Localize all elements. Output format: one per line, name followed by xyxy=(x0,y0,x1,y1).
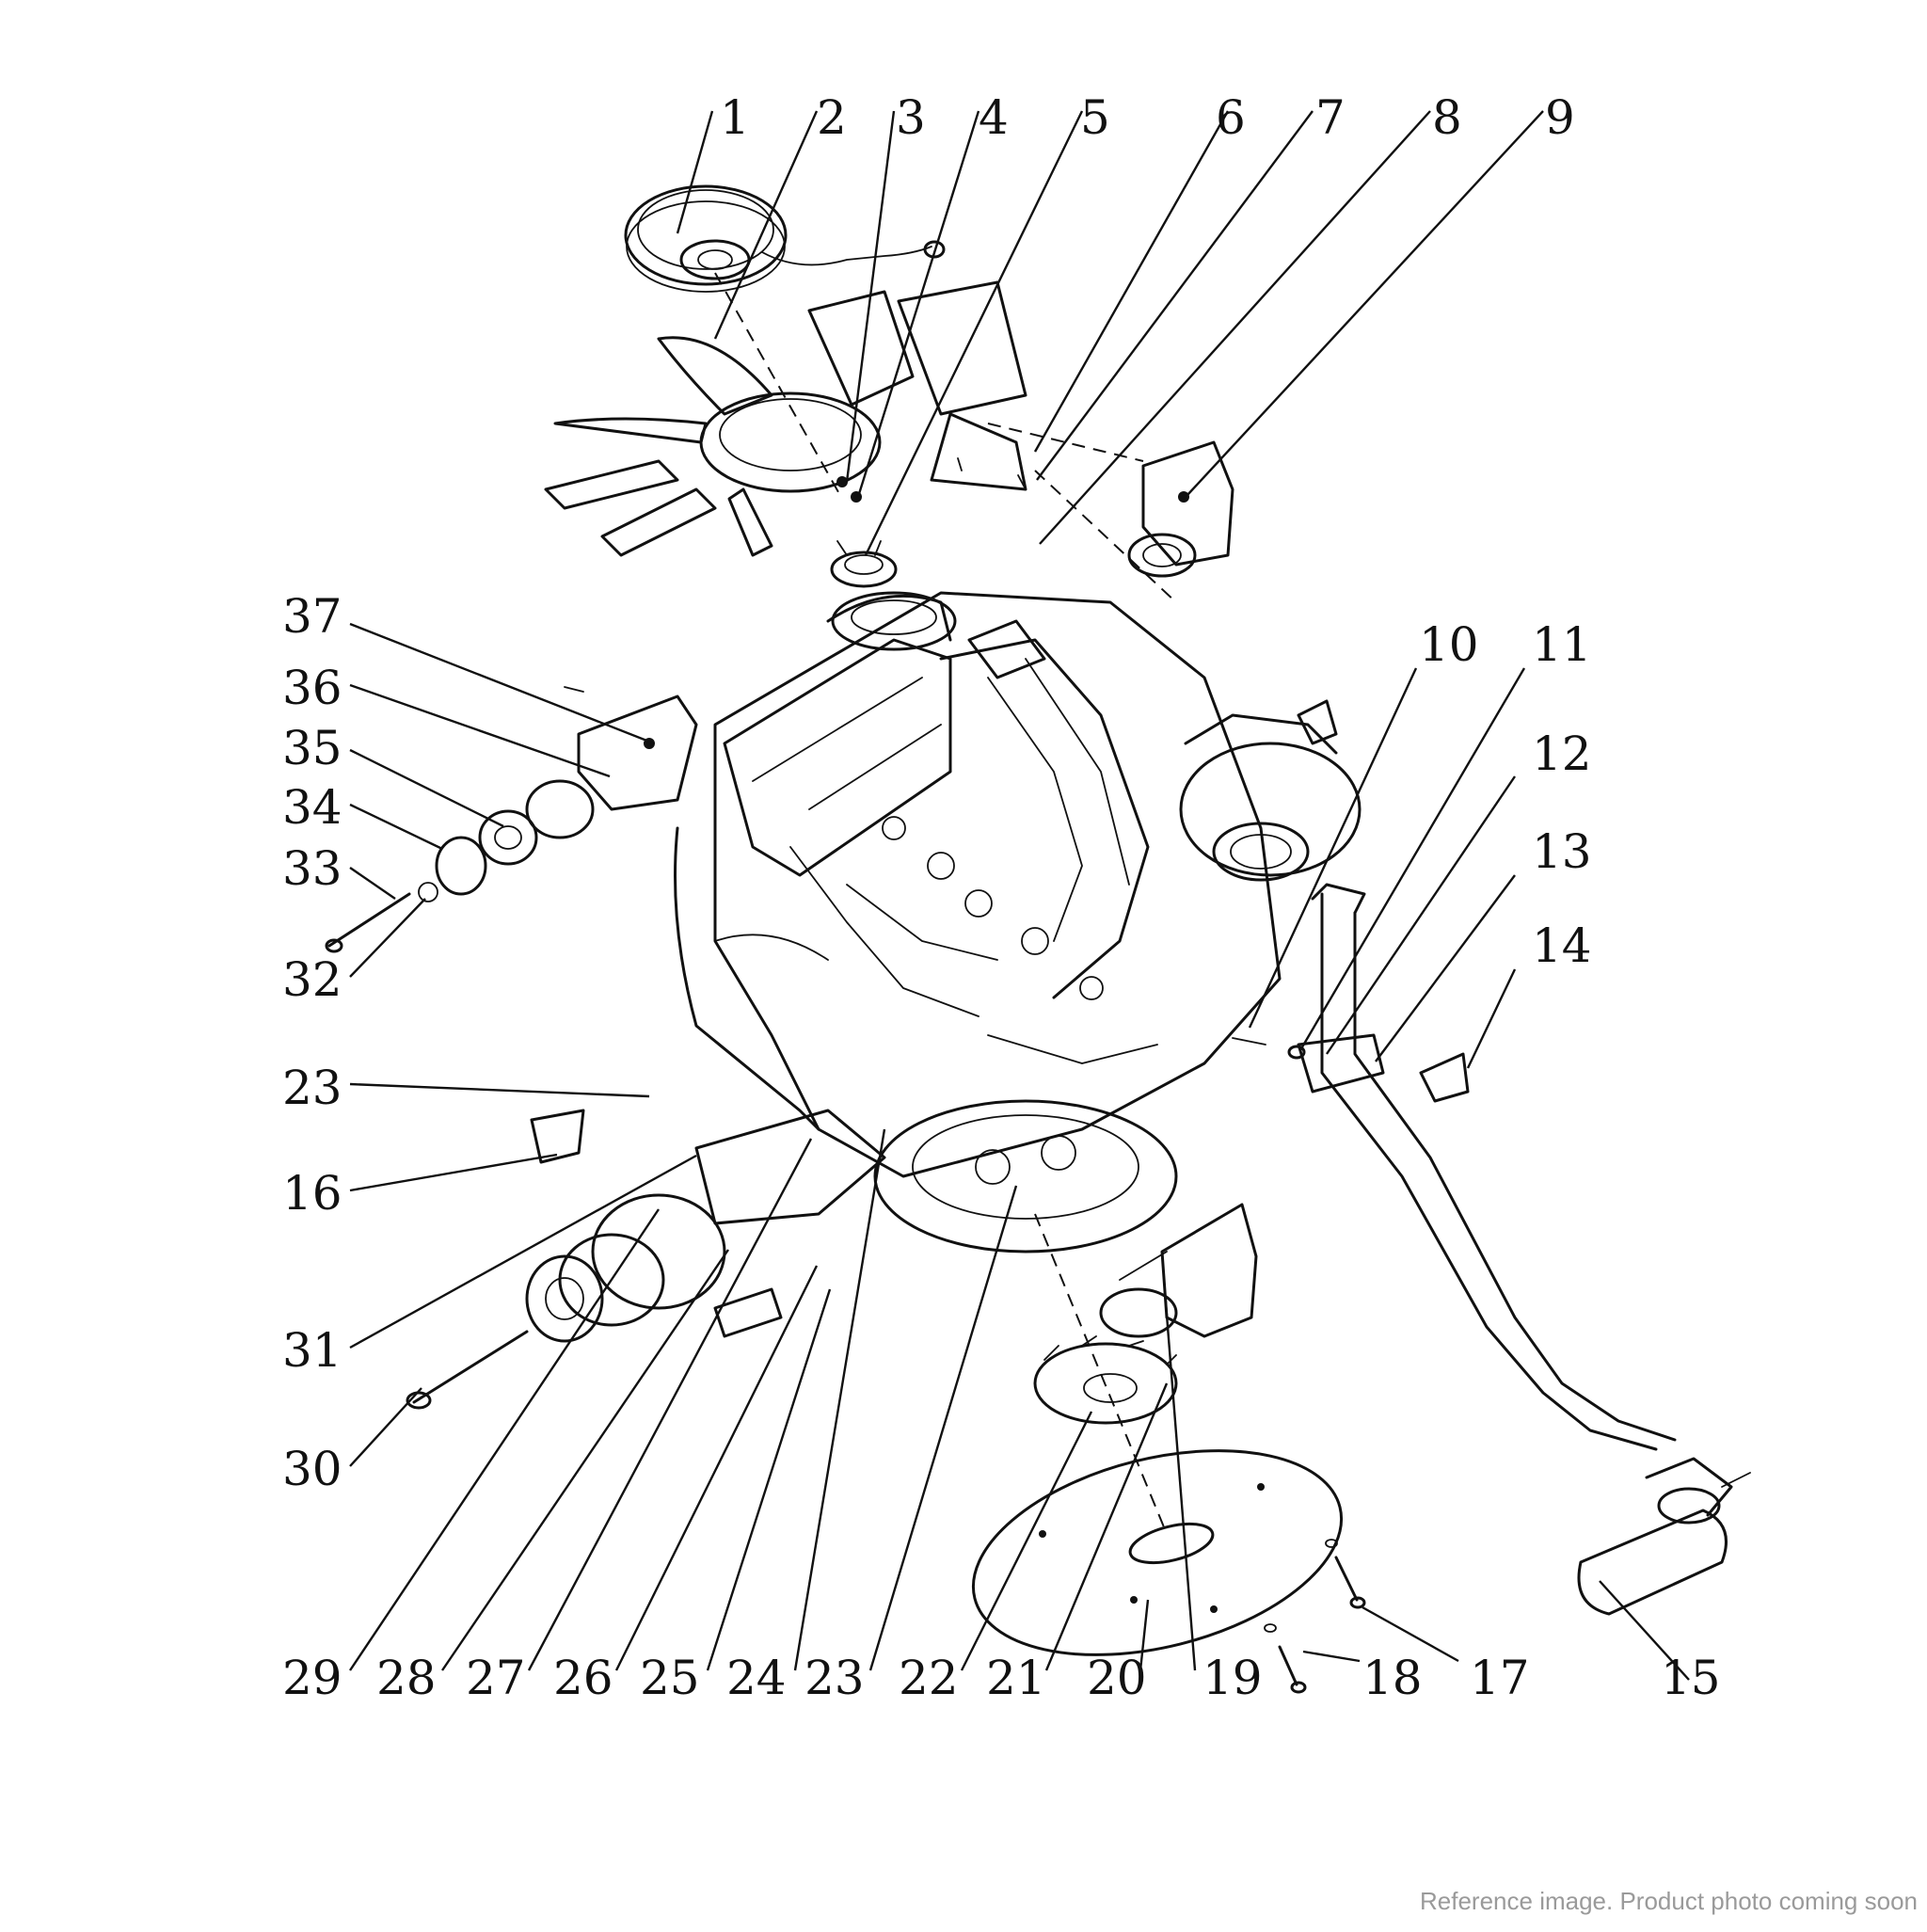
flex-coupling xyxy=(1033,1335,1178,1425)
callout-20: 20 xyxy=(1087,1651,1147,1705)
fuel-filter xyxy=(1577,1457,1751,1616)
fan-clutch-pulley xyxy=(624,184,946,293)
reference-note: Reference image. Product photo coming so… xyxy=(1420,1887,1918,1915)
callout-8: 8 xyxy=(1432,90,1462,145)
callout-30: 30 xyxy=(282,1442,342,1496)
callout-13: 13 xyxy=(1532,824,1592,879)
turbocharger xyxy=(1179,699,1362,882)
engine-mount-right-front xyxy=(957,440,1234,578)
line-clip xyxy=(1419,1052,1470,1103)
callout-labels: 1 2 3 4 5 6 7 8 9 10 11 12 13 14 37 36 3… xyxy=(282,90,1721,1705)
callout-7: 7 xyxy=(1315,90,1346,145)
leader-lines xyxy=(349,110,1690,1681)
callout-27: 27 xyxy=(466,1651,526,1705)
flex-plate xyxy=(971,1449,1344,1656)
flywheel-housing xyxy=(873,1099,1178,1253)
callout-32: 32 xyxy=(282,952,342,1007)
callout-29: 29 xyxy=(282,1651,342,1705)
callout-12: 12 xyxy=(1532,726,1592,781)
callout-11: 11 xyxy=(1532,617,1592,672)
callout-28: 28 xyxy=(376,1651,437,1705)
callout-17: 17 xyxy=(1470,1651,1530,1705)
line-clamp-bracket xyxy=(1232,1033,1385,1094)
callout-1: 1 xyxy=(720,90,750,145)
engine-mount-left-front xyxy=(325,686,698,953)
fan-hub xyxy=(830,476,898,588)
callout-34: 34 xyxy=(282,780,342,835)
engine-mount-left-rear xyxy=(406,1109,886,1410)
callout-37: 37 xyxy=(282,589,342,644)
callout-22: 22 xyxy=(899,1651,959,1705)
callout-6: 6 xyxy=(1216,90,1246,145)
callout-4: 4 xyxy=(979,90,1009,145)
callout-33: 33 xyxy=(282,841,342,896)
callout-36: 36 xyxy=(282,661,342,715)
flexplate-bolts xyxy=(1264,1539,1366,1694)
callout-3: 3 xyxy=(896,90,926,145)
assembly-axes xyxy=(714,272,1177,1535)
callout-14: 14 xyxy=(1532,918,1592,973)
callout-23-bottom: 23 xyxy=(804,1651,865,1705)
callout-21: 21 xyxy=(986,1651,1046,1705)
callout-10: 10 xyxy=(1419,617,1479,672)
callout-26: 26 xyxy=(553,1651,613,1705)
callout-16: 16 xyxy=(282,1166,342,1221)
callout-5: 5 xyxy=(1080,90,1110,145)
cooling-fan xyxy=(544,280,1027,557)
callout-19: 19 xyxy=(1202,1651,1263,1705)
callout-18: 18 xyxy=(1362,1651,1423,1705)
engine-block xyxy=(674,591,1282,1178)
callout-23-left: 23 xyxy=(282,1061,342,1115)
callout-9: 9 xyxy=(1545,90,1575,145)
fuel-lines xyxy=(1311,883,1677,1451)
callout-15: 15 xyxy=(1661,1651,1721,1705)
callout-24: 24 xyxy=(726,1651,787,1705)
callout-31: 31 xyxy=(282,1323,342,1378)
callout-2: 2 xyxy=(817,90,847,145)
callout-25: 25 xyxy=(640,1651,700,1705)
callout-35: 35 xyxy=(282,721,342,775)
engine-mount-right-rear xyxy=(1099,1203,1258,1338)
